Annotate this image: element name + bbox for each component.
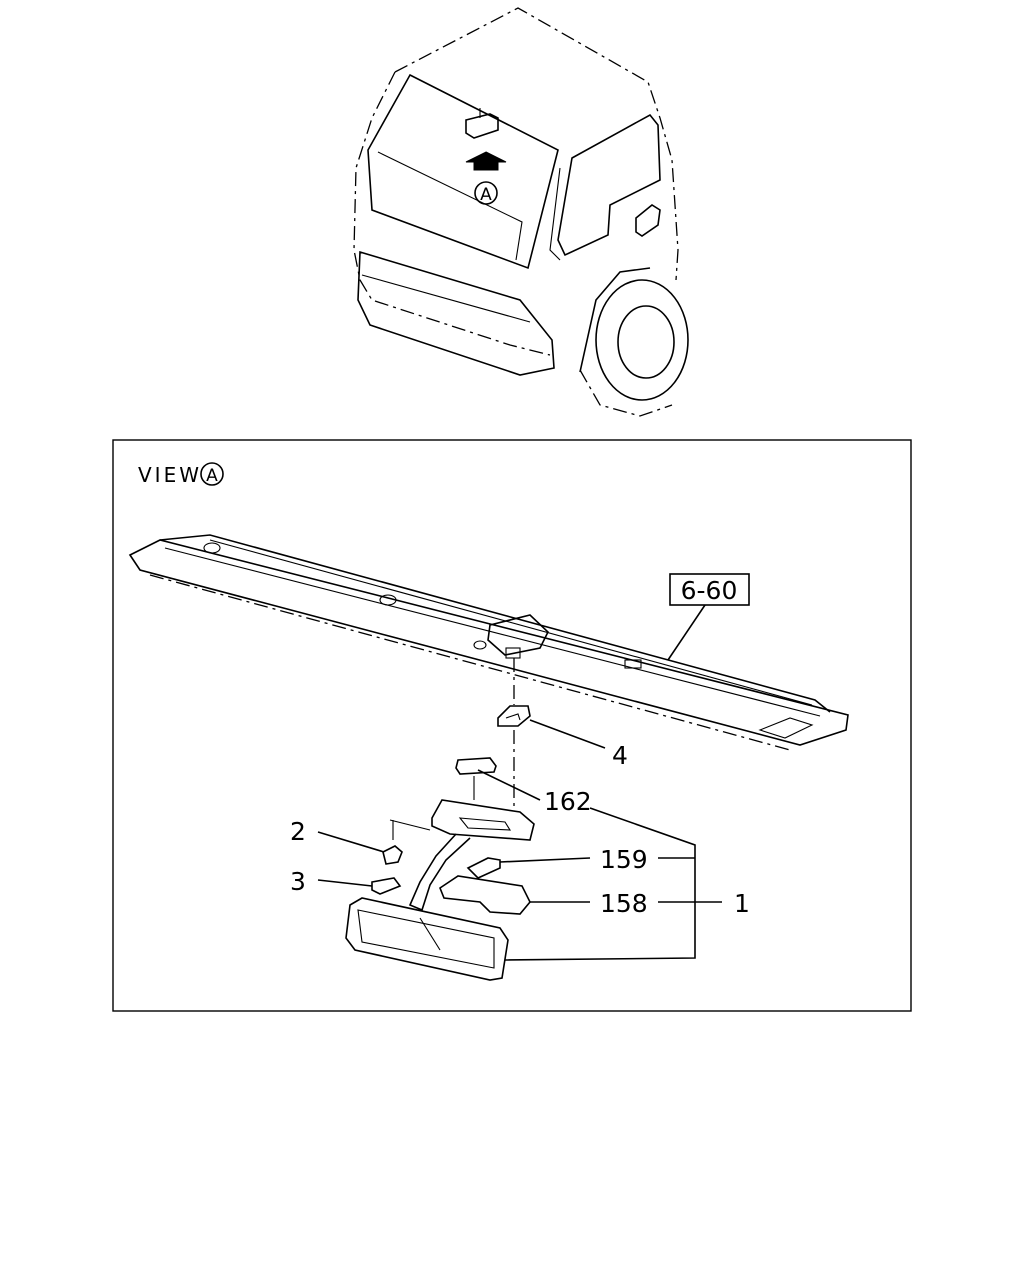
- mount-inner-detail: [458, 817, 512, 831]
- truck-cab-illustration: A: [353, 7, 689, 417]
- callout-162: 162: [544, 787, 592, 816]
- cab-outline: [394, 7, 679, 281]
- rail-top-edge: [159, 534, 831, 713]
- view-panel-frame: [112, 439, 912, 1012]
- view-marker-circle: [200, 462, 224, 486]
- arrow-up-icon: [465, 151, 507, 171]
- callout-159: 159: [600, 845, 648, 874]
- callout-159-leader: [499, 857, 591, 863]
- bumper-line: [361, 274, 531, 323]
- ref-box-frame: [669, 573, 750, 606]
- part-4-clip-detail: [505, 713, 521, 721]
- mirror-reflection-line: [419, 917, 441, 951]
- mirror-arm: [408, 833, 471, 912]
- side-marker: [635, 204, 661, 237]
- ref-box-leader: [667, 604, 706, 661]
- callout-3: 3: [290, 867, 306, 896]
- rail-center-clip: [505, 647, 521, 659]
- callout-158: 158: [600, 889, 648, 918]
- roof-header-rail: [128, 534, 849, 751]
- callout-2: 2: [290, 817, 306, 846]
- cab-rear-lower: [579, 369, 673, 417]
- part-2-screw: [382, 845, 403, 865]
- mirror-mount-base: [431, 799, 535, 841]
- side-window: [557, 113, 661, 257]
- callout-1: 1: [734, 889, 750, 918]
- circle-a-marker: [474, 181, 498, 205]
- rail-hole-3: [473, 640, 487, 650]
- callout-162-leader: [477, 769, 541, 801]
- part-4-clip: [497, 705, 531, 727]
- callout-4: 4: [612, 741, 628, 770]
- callout-1-bracket: [504, 807, 696, 961]
- front-wheel-inner: [617, 305, 675, 379]
- rail-ridge-1: [164, 547, 821, 717]
- cab-front-outline: [353, 71, 551, 356]
- rail-outline: [128, 539, 849, 746]
- door-line: [549, 167, 561, 261]
- rail-lower-dash: [149, 574, 791, 751]
- callout-3-leader: [317, 879, 373, 887]
- front-wheel-outer: [595, 279, 689, 401]
- callout-4-leader: [529, 719, 606, 749]
- rearview-mirror-glass: [357, 909, 495, 969]
- view-label: VIEW: [138, 463, 202, 487]
- part-159-bulb: [466, 857, 501, 879]
- callout-2-leader: [317, 831, 385, 853]
- rail-hole-1: [203, 542, 221, 554]
- windshield: [367, 73, 559, 270]
- ref-box-label: 6-60: [681, 576, 738, 605]
- windshield-inner: [377, 151, 523, 261]
- part-3-pin: [371, 877, 402, 895]
- windshield-mirror-icon: [465, 113, 499, 139]
- part-158-lens: [439, 875, 531, 915]
- rearview-mirror-frame: [345, 897, 509, 981]
- overview-marker-letter: A: [480, 185, 492, 205]
- front-bumper: [357, 250, 555, 376]
- rail-slot-1: [624, 659, 642, 669]
- rail-ridge-2: [209, 539, 813, 706]
- rail-hole-2: [379, 594, 397, 606]
- part-162-pad: [455, 757, 497, 775]
- rail-center-bracket: [487, 614, 549, 656]
- rail-end-slot: [758, 717, 814, 739]
- screw-guide-line: [389, 819, 431, 831]
- wheel-arch: [579, 267, 651, 373]
- view-marker-letter: A: [206, 466, 218, 486]
